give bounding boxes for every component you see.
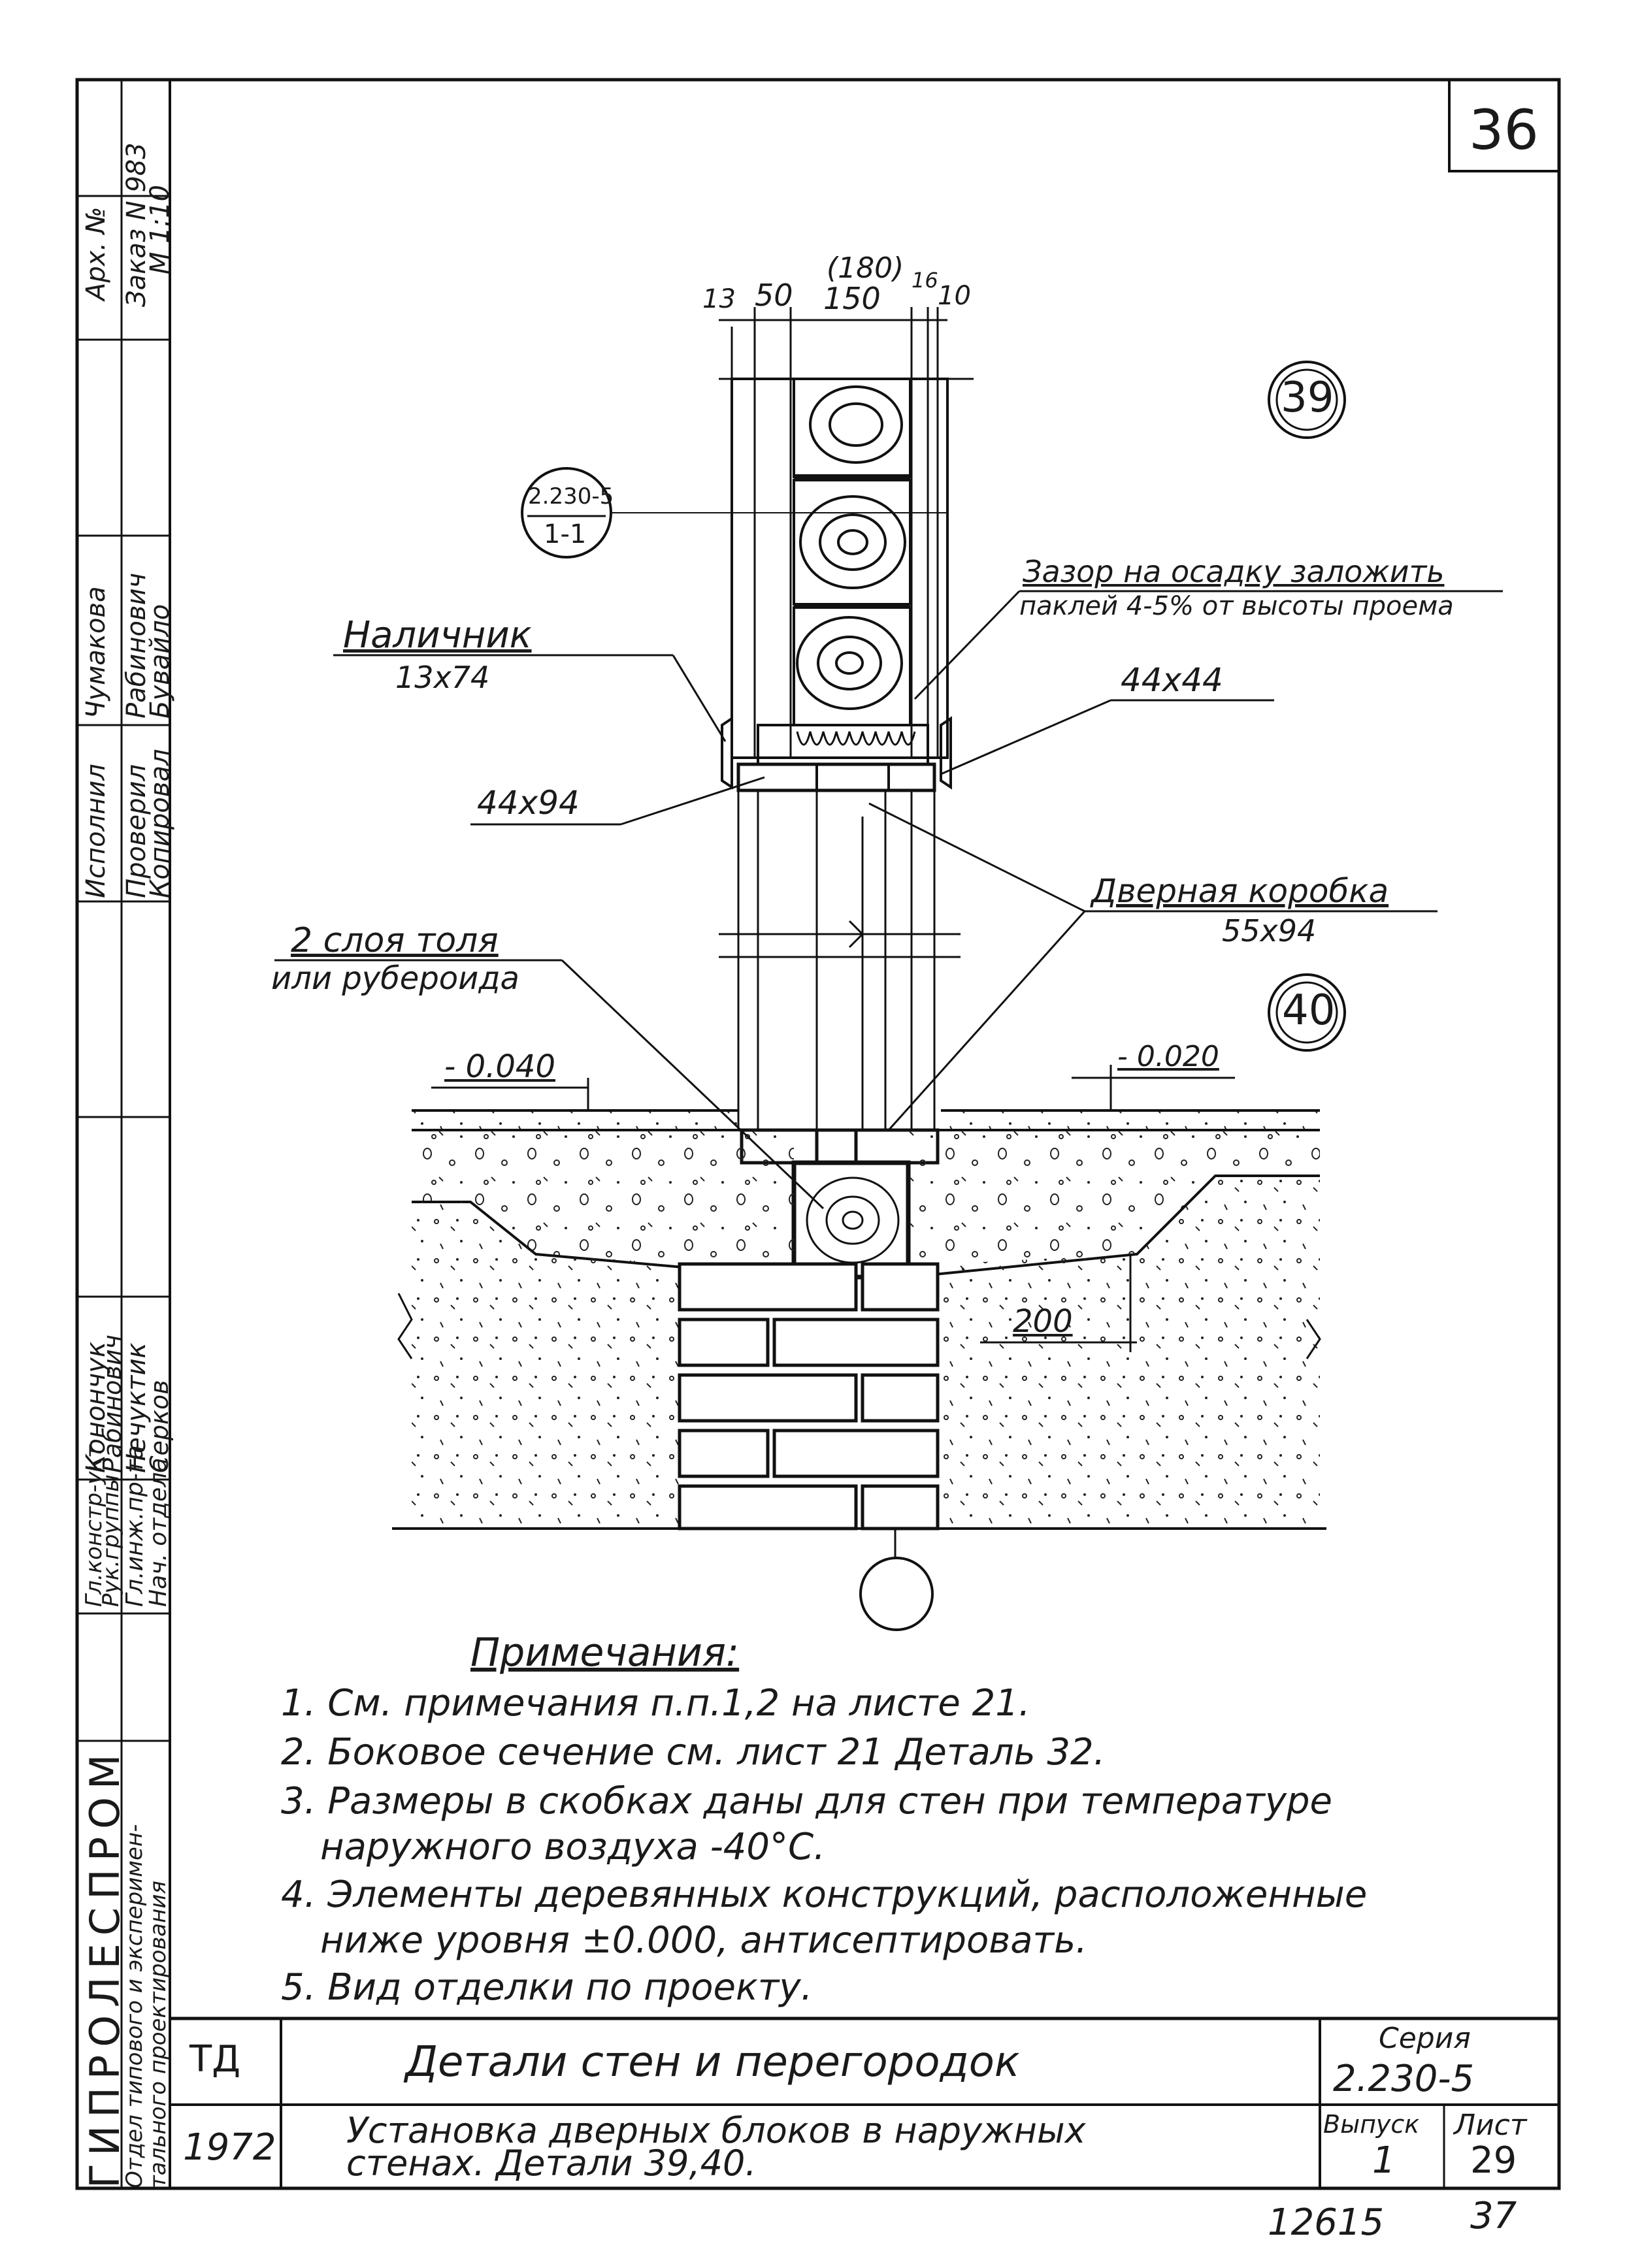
name-a-4: Рабинович	[98, 1335, 127, 1473]
col-name-3: Бувайло	[145, 604, 175, 719]
sheet-frame	[75, 78, 1561, 2190]
note-4-cont: ниже уровня ±0.000, антисептировать.	[320, 1919, 1087, 1962]
col-header-1: Исполнил	[81, 764, 111, 898]
title-main: Детали стен и перегородок	[405, 2038, 1020, 2086]
dim-150: 150	[823, 281, 881, 316]
dim-180: (180)	[827, 251, 904, 285]
role-4: Рук.группы	[98, 1474, 124, 1607]
sheet-number: 36	[1469, 98, 1539, 162]
bottom-page: 37	[1470, 2195, 1517, 2237]
brick-foundation	[678, 1262, 940, 1531]
detail-40-label: 40	[1282, 986, 1336, 1035]
dim-10: 10	[938, 281, 971, 311]
note-5: 5. Вид отделки по проекту.	[281, 1966, 813, 2009]
note-3: 3. Размеры в скобках даны для стен при т…	[281, 1780, 1332, 1822]
dim-13: 13	[702, 284, 736, 314]
dept-line-1: Отдел типового и эксперимен-	[122, 1824, 148, 2188]
label-korobka: Дверная коробка	[1091, 872, 1389, 910]
vypusk-label: Выпуск	[1323, 2110, 1420, 2139]
section-ref-top: 2.230-5	[528, 483, 614, 510]
role-2: Нач. отдела	[145, 1457, 172, 1607]
detail-39-label: 39	[1281, 374, 1334, 422]
title-sub-1: Установка дверных блоков в наружных	[346, 2110, 1086, 2151]
title-year: 1972	[183, 2126, 276, 2169]
series-value: 2.230-5	[1333, 2058, 1475, 2100]
label-tol-1: 2 слоя толя	[291, 921, 499, 960]
label-korobka-size: 55x94	[1222, 913, 1317, 948]
note-4: 4. Элементы деревянных конструкций, расп…	[281, 1873, 1368, 1916]
level-right: - 0.020	[1117, 1040, 1219, 1073]
door-opening	[719, 790, 961, 1130]
section-ref-bottom: 1-1	[544, 519, 587, 549]
note-2: 2. Боковое сечение см. лист 21 Деталь 32…	[281, 1731, 1106, 1774]
bottom-code: 12615	[1268, 2201, 1385, 2244]
label-44x44: 44x44	[1121, 661, 1223, 699]
list-label: Лист	[1454, 2109, 1527, 2142]
arch-no: Арх. №	[81, 206, 111, 300]
label-tol-2: или рубероида	[271, 960, 519, 997]
label-zazor-1: Зазор на осадку заложить	[1023, 554, 1445, 589]
level-left: - 0.040	[444, 1048, 555, 1085]
list-value: 29	[1470, 2139, 1517, 2182]
title-td: ТД	[189, 2038, 240, 2081]
name-a-3: Серков	[145, 1380, 174, 1473]
dim-200: 200	[1013, 1303, 1073, 1340]
log-wall	[721, 378, 952, 792]
note-3-cont: наружного воздуха -40°С.	[320, 1826, 825, 1868]
note-1: 1. См. примечания п.п.1,2 на листе 21.	[281, 1682, 1030, 1725]
notes-heading: Примечания:	[470, 1630, 740, 1676]
leader-lines	[274, 307, 1503, 1352]
series-label: Серия	[1379, 2022, 1471, 2055]
dept-line-2: тального проектирования	[145, 1881, 171, 2188]
label-zazor-2: паклей 4-5% от высоты проема	[1019, 591, 1454, 621]
label-nalichnik-size: 13x74	[395, 660, 490, 695]
vypusk-value: 1	[1372, 2139, 1396, 2182]
col-name-1: Чумакова	[81, 586, 111, 719]
title-sub-2: стенах. Детали 39,40.	[346, 2143, 757, 2184]
scale: М 1:10	[145, 184, 175, 274]
sheet-number-box	[1448, 78, 1560, 172]
col-header-3: Копировал	[145, 749, 175, 898]
dim-16: 16	[912, 268, 938, 293]
ground-section	[392, 1109, 1326, 1530]
label-nalichnik: Наличник	[343, 614, 532, 656]
section-marker-circle	[859, 1557, 934, 1631]
label-44x94: 44x94	[477, 784, 580, 822]
dim-50: 50	[755, 278, 793, 313]
